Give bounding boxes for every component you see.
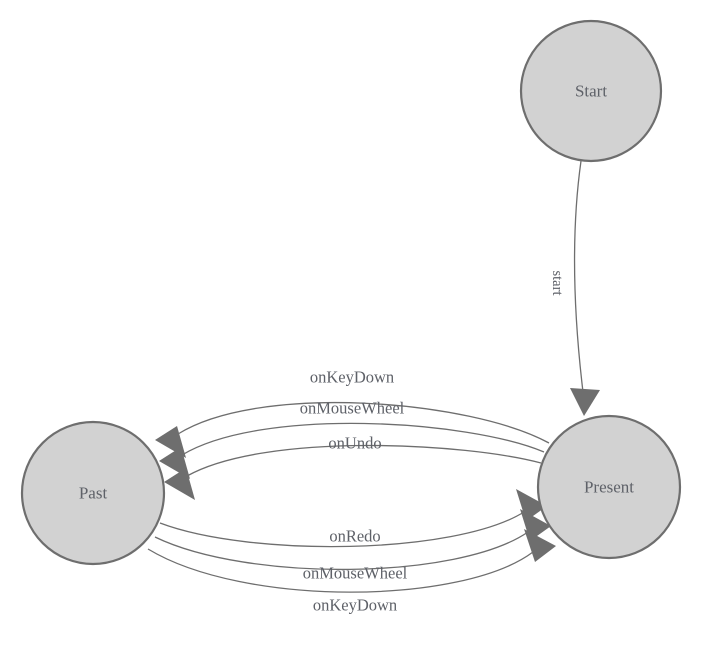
edge-label-present-past-onkeydown: onKeyDown — [310, 368, 394, 387]
edge-label-past-present-onmousewheel: onMouseWheel — [303, 564, 408, 583]
edge-past-to-present-onmousewheel-path — [154, 531, 529, 571]
node-past-circle — [20, 420, 166, 566]
edge-present-to-past-onmousewheel-path — [181, 422, 545, 456]
node-past-label: Past — [79, 484, 108, 503]
edge-label-present-past-onmousewheel: onMouseWheel — [300, 399, 405, 418]
edge-start-to-present[interactable]: start — [549, 160, 600, 416]
edge-present-to-past-onkeydown-path — [177, 401, 550, 444]
edge-past-to-present-onkeydown[interactable]: onKeyDown — [147, 529, 556, 615]
edge-label-past-present-onredo: onRedo — [329, 527, 380, 546]
node-start-label: Start — [575, 82, 607, 101]
node-past[interactable]: Past — [20, 420, 166, 566]
edge-present-to-past-onundo-path — [186, 444, 542, 477]
edge-present-to-past-onundo-arrowhead — [164, 468, 195, 500]
edge-past-to-present-onkeydown-arrowhead — [524, 529, 556, 562]
edge-past-to-present-onredo[interactable]: onRedo — [159, 489, 547, 548]
edge-start-to-present-path — [573, 160, 584, 393]
node-start[interactable]: Start — [519, 19, 663, 163]
node-present-label: Present — [584, 478, 634, 497]
edge-past-to-present-onredo-path — [159, 511, 525, 548]
edge-label-present-past-onundo: onUndo — [328, 434, 381, 453]
edge-label-start: start — [549, 271, 565, 296]
node-present-circle — [536, 414, 682, 560]
edge-label-past-present-onkeydown: onKeyDown — [313, 596, 397, 615]
edge-present-to-past-onundo[interactable]: onUndo — [164, 434, 542, 501]
node-present[interactable]: Present — [536, 414, 682, 560]
edge-past-to-present-onkeydown-path — [147, 548, 534, 593]
node-start-circle — [519, 19, 663, 163]
edge-start-to-present-arrowhead — [570, 388, 600, 416]
